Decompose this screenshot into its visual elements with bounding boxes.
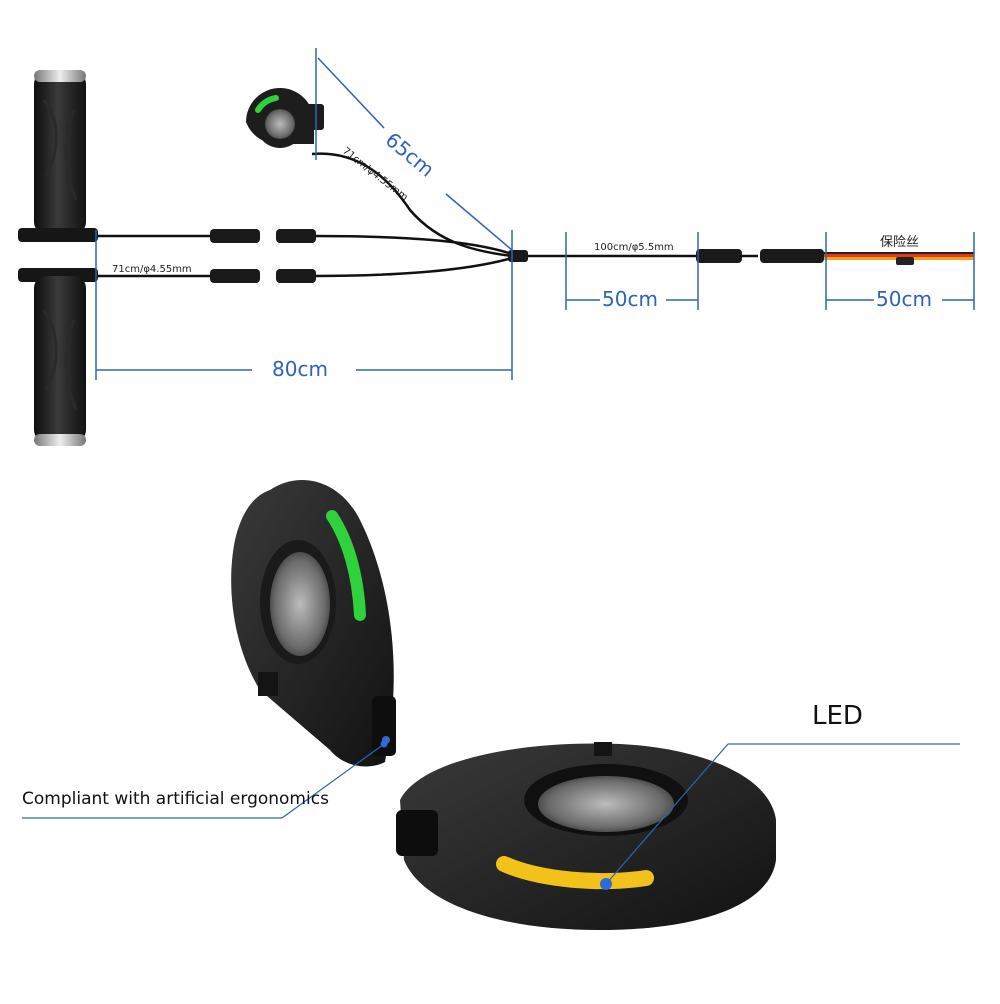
dimension-50cm-mid: 50cm — [602, 287, 658, 311]
lower-grip — [18, 268, 98, 446]
grip-cable-label: 71cm/φ4.55mm — [112, 264, 192, 275]
dimension-65cm: 65cm — [381, 127, 439, 181]
upper-grip — [18, 70, 98, 242]
callout-lines — [22, 743, 960, 885]
callout-dots — [380, 740, 610, 888]
led-callout: LED — [812, 701, 863, 731]
dimension-80cm: 80cm — [272, 357, 328, 381]
dimension-50cm-fuse: 50cm — [876, 287, 932, 311]
main-cable-label: 100cm/φ5.5mm — [594, 242, 674, 253]
ergonomics-callout: Compliant with artificial ergonomics — [22, 789, 329, 809]
flat-throttle — [396, 742, 776, 930]
upright-throttle — [231, 480, 396, 767]
fuse-wire — [824, 252, 974, 265]
connectors — [210, 229, 824, 283]
dimension-lines — [95, 48, 975, 380]
small-throttle-unit — [246, 88, 324, 148]
cable-harness — [98, 152, 758, 278]
fuse-label: 保险丝 — [880, 235, 919, 250]
